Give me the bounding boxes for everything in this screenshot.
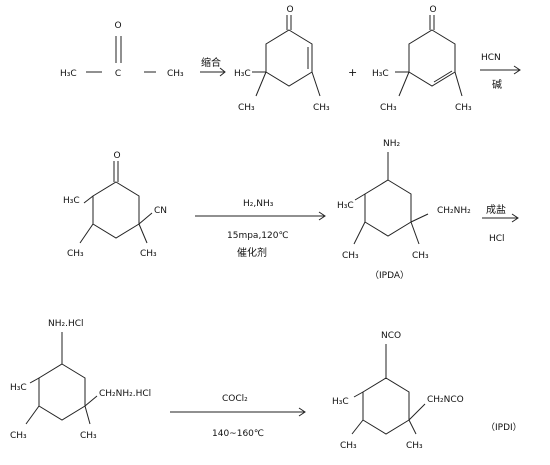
ipda-ring (364, 179, 412, 237)
isophorone-b-ring (408, 29, 456, 87)
salt-amine-group: NH₂.HCl (48, 319, 84, 329)
arrow-condensation: 缩合 (200, 56, 226, 77)
ipda-ch2nh2-bond (410, 213, 429, 223)
phosgene-label: COCl₂ (222, 394, 248, 404)
isophorone-b-methyl-bottom: CH₃ (380, 103, 397, 113)
arrow-head (298, 407, 306, 417)
nitrile-cn-group: CN (154, 206, 167, 216)
nitrile-methyl-left: H₃C (63, 196, 80, 206)
pressure-temperature-label: 15mpa,120℃ (227, 231, 289, 241)
isophorone-structure-a: O CH₃ H₃C CH₃ (234, 5, 330, 113)
nitrile-o-atom: O (113, 151, 120, 161)
arrow-head (511, 213, 519, 223)
acetone-right-methyl: CH₃ (167, 69, 184, 79)
ipdi-ch2nco-bond (408, 403, 426, 421)
salt-methyl-left: H₃C (10, 383, 27, 393)
ipda-methyl-bond-top-left (354, 193, 366, 201)
isophorone-a-methyl-left: H₃C (234, 69, 251, 79)
isophorone-b-methyl-left: H₃C (372, 69, 389, 79)
ipdi-methyl-bond-right (408, 419, 417, 435)
ipdi-compound-name: （IPDI） (486, 422, 522, 433)
ipdi-methyl-bond-bottom-left (351, 419, 364, 435)
nitrile-methyl-bond-bottom-left (79, 223, 94, 244)
plus-sign: + (348, 66, 357, 79)
ipda-amine-group: NH₂ (383, 139, 401, 149)
salt-ring (38, 363, 86, 421)
base-label: 碱 (492, 79, 502, 91)
ipda-aminomethyl-group: CH₂NH₂ (437, 206, 471, 216)
arrow-hcn: HCN 碱 (480, 53, 521, 91)
isophorone-a-gem-bond-2 (255, 71, 267, 97)
arrow-reductive-amination: H₂,NH₃ 15mpa,120℃ 催化剂 (195, 199, 326, 259)
salt-ch2nh2-bond (84, 395, 98, 407)
acetone-left-methyl: H₃C (60, 69, 77, 79)
acetone-structure: O H₃C C CH₃ (60, 21, 184, 79)
phosgenation-temperature-label: 140~160℃ (212, 429, 264, 439)
nitrile-ring (92, 181, 140, 239)
hcn-label: HCN (481, 53, 501, 63)
ipda-methyl-bond-bottom-left (353, 221, 366, 245)
ipda-methyl-bond-right (410, 221, 420, 245)
isophorone-b-gem-bond-2 (398, 71, 410, 97)
ipdi-isocyanatomethyl-group: CH₂NCO (427, 395, 464, 405)
nitrile-methyl-right: CH₃ (140, 249, 157, 259)
isophorone-b-o-atom: O (429, 5, 436, 15)
catalyst-label: 催化剂 (237, 246, 267, 259)
ipda-methyl-right: CH₃ (412, 251, 429, 261)
isophorone-structure-b: O CH₃ H₃C CH₃ (372, 5, 472, 113)
arrow-head (219, 67, 226, 77)
salt-methyl-right: CH₃ (80, 431, 97, 441)
nitrile-methyl-bond-top-left (83, 195, 94, 204)
isophorone-b-methyl-bond (454, 71, 463, 97)
isophorone-a-methyl-bond (311, 71, 321, 97)
ipda-compound-name: （IPDA） (370, 270, 409, 281)
nitrile-methyl-bond-right (138, 223, 148, 244)
ipdi-ring (362, 377, 410, 435)
ipda-hydrochloride-structure: NH₂.HCl CH₃ H₃C CH₃ CH₂NH₂.HCl (10, 319, 151, 441)
isophorone-a-o-atom: O (286, 5, 293, 15)
h2-nh3-label: H₂,NH₃ (243, 199, 274, 209)
ipda-methyl-bottom: CH₃ (342, 251, 359, 261)
arrow-phosgenation: COCl₂ 140~160℃ (170, 394, 306, 439)
isophorone-a-ring (265, 29, 313, 87)
ipdi-methyl-left: H₃C (332, 397, 349, 407)
salt-methyl-bottom: CH₃ (10, 431, 27, 441)
hcl-label: HCl (489, 234, 505, 244)
isophorone-nitrile-structure: O CN CH₃ H₃C CH₃ (63, 151, 167, 259)
salt-methyl-bond-top-left (29, 377, 40, 384)
salt-aminomethyl-group: CH₂NH₂.HCl (99, 389, 151, 399)
condensation-label: 缩合 (201, 56, 221, 69)
acetone-c-atom: C (115, 69, 121, 79)
isophorone-a-methyl-bottom: CH₃ (238, 103, 255, 113)
nitrile-cn-bond (138, 212, 153, 225)
ipdi-isocyanate-group: NCO (381, 331, 401, 341)
arrow-head (318, 211, 326, 221)
nitrile-methyl-bottom: CH₃ (67, 249, 84, 259)
salt-formation-label: 成盐 (486, 203, 506, 216)
ipdi-structure: NCO CH₃ H₃C CH₃ CH₂NCO （IPDI） (332, 331, 522, 451)
ipda-methyl-left: H₃C (337, 201, 354, 211)
isophorone-a-methyl-right: CH₃ (313, 103, 330, 113)
ipdi-methyl-right: CH₃ (406, 441, 423, 451)
isophorone-b-methyl-right: CH₃ (455, 103, 472, 113)
isophorone-b-ring-double-bond (433, 70, 453, 83)
salt-methyl-bond-bottom-left (25, 405, 40, 425)
arrow-head (513, 65, 521, 75)
salt-methyl-bond-right (84, 405, 91, 425)
acetone-o-atom: O (114, 21, 121, 31)
ipdi-methyl-bottom: CH₃ (340, 441, 357, 451)
ipdi-methyl-bond-top-left (353, 391, 364, 398)
ipda-structure: NH₂ CH₃ H₃C CH₃ CH₂NH₂ （IPDA） (337, 139, 471, 281)
arrow-salt-formation: 成盐 HCl (482, 203, 519, 244)
